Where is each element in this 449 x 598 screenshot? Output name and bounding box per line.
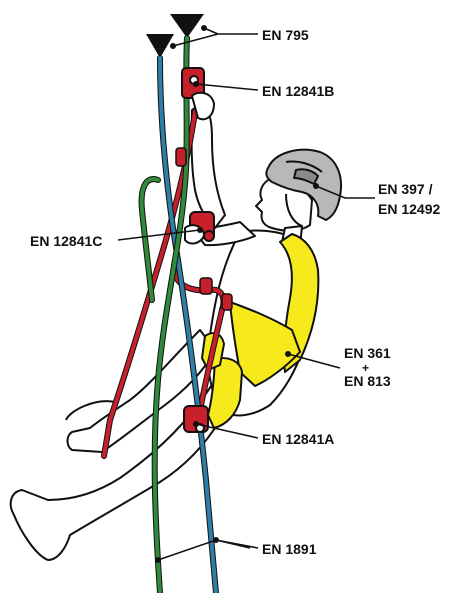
anchor-left <box>146 34 174 58</box>
label-en12841b: EN 12841B <box>262 83 334 99</box>
arm-upper <box>192 104 225 228</box>
label-en361-line1: EN 361 <box>344 345 391 361</box>
label-en12841c: EN 12841C <box>30 233 102 249</box>
leader-en1891 <box>158 540 258 560</box>
label-en397-line2: EN 12492 <box>378 201 440 217</box>
label-en1891: EN 1891 <box>262 541 317 557</box>
label-en795: EN 795 <box>262 27 309 43</box>
worker-legs <box>11 330 220 560</box>
label-en12841a: EN 12841A <box>262 431 334 447</box>
leader-en12841b <box>196 84 258 90</box>
label-en361-line2: EN 813 <box>344 373 391 389</box>
anchor-right <box>170 14 204 38</box>
device-lower <box>184 406 208 432</box>
label-en397-line1: EN 397 / <box>378 181 433 197</box>
